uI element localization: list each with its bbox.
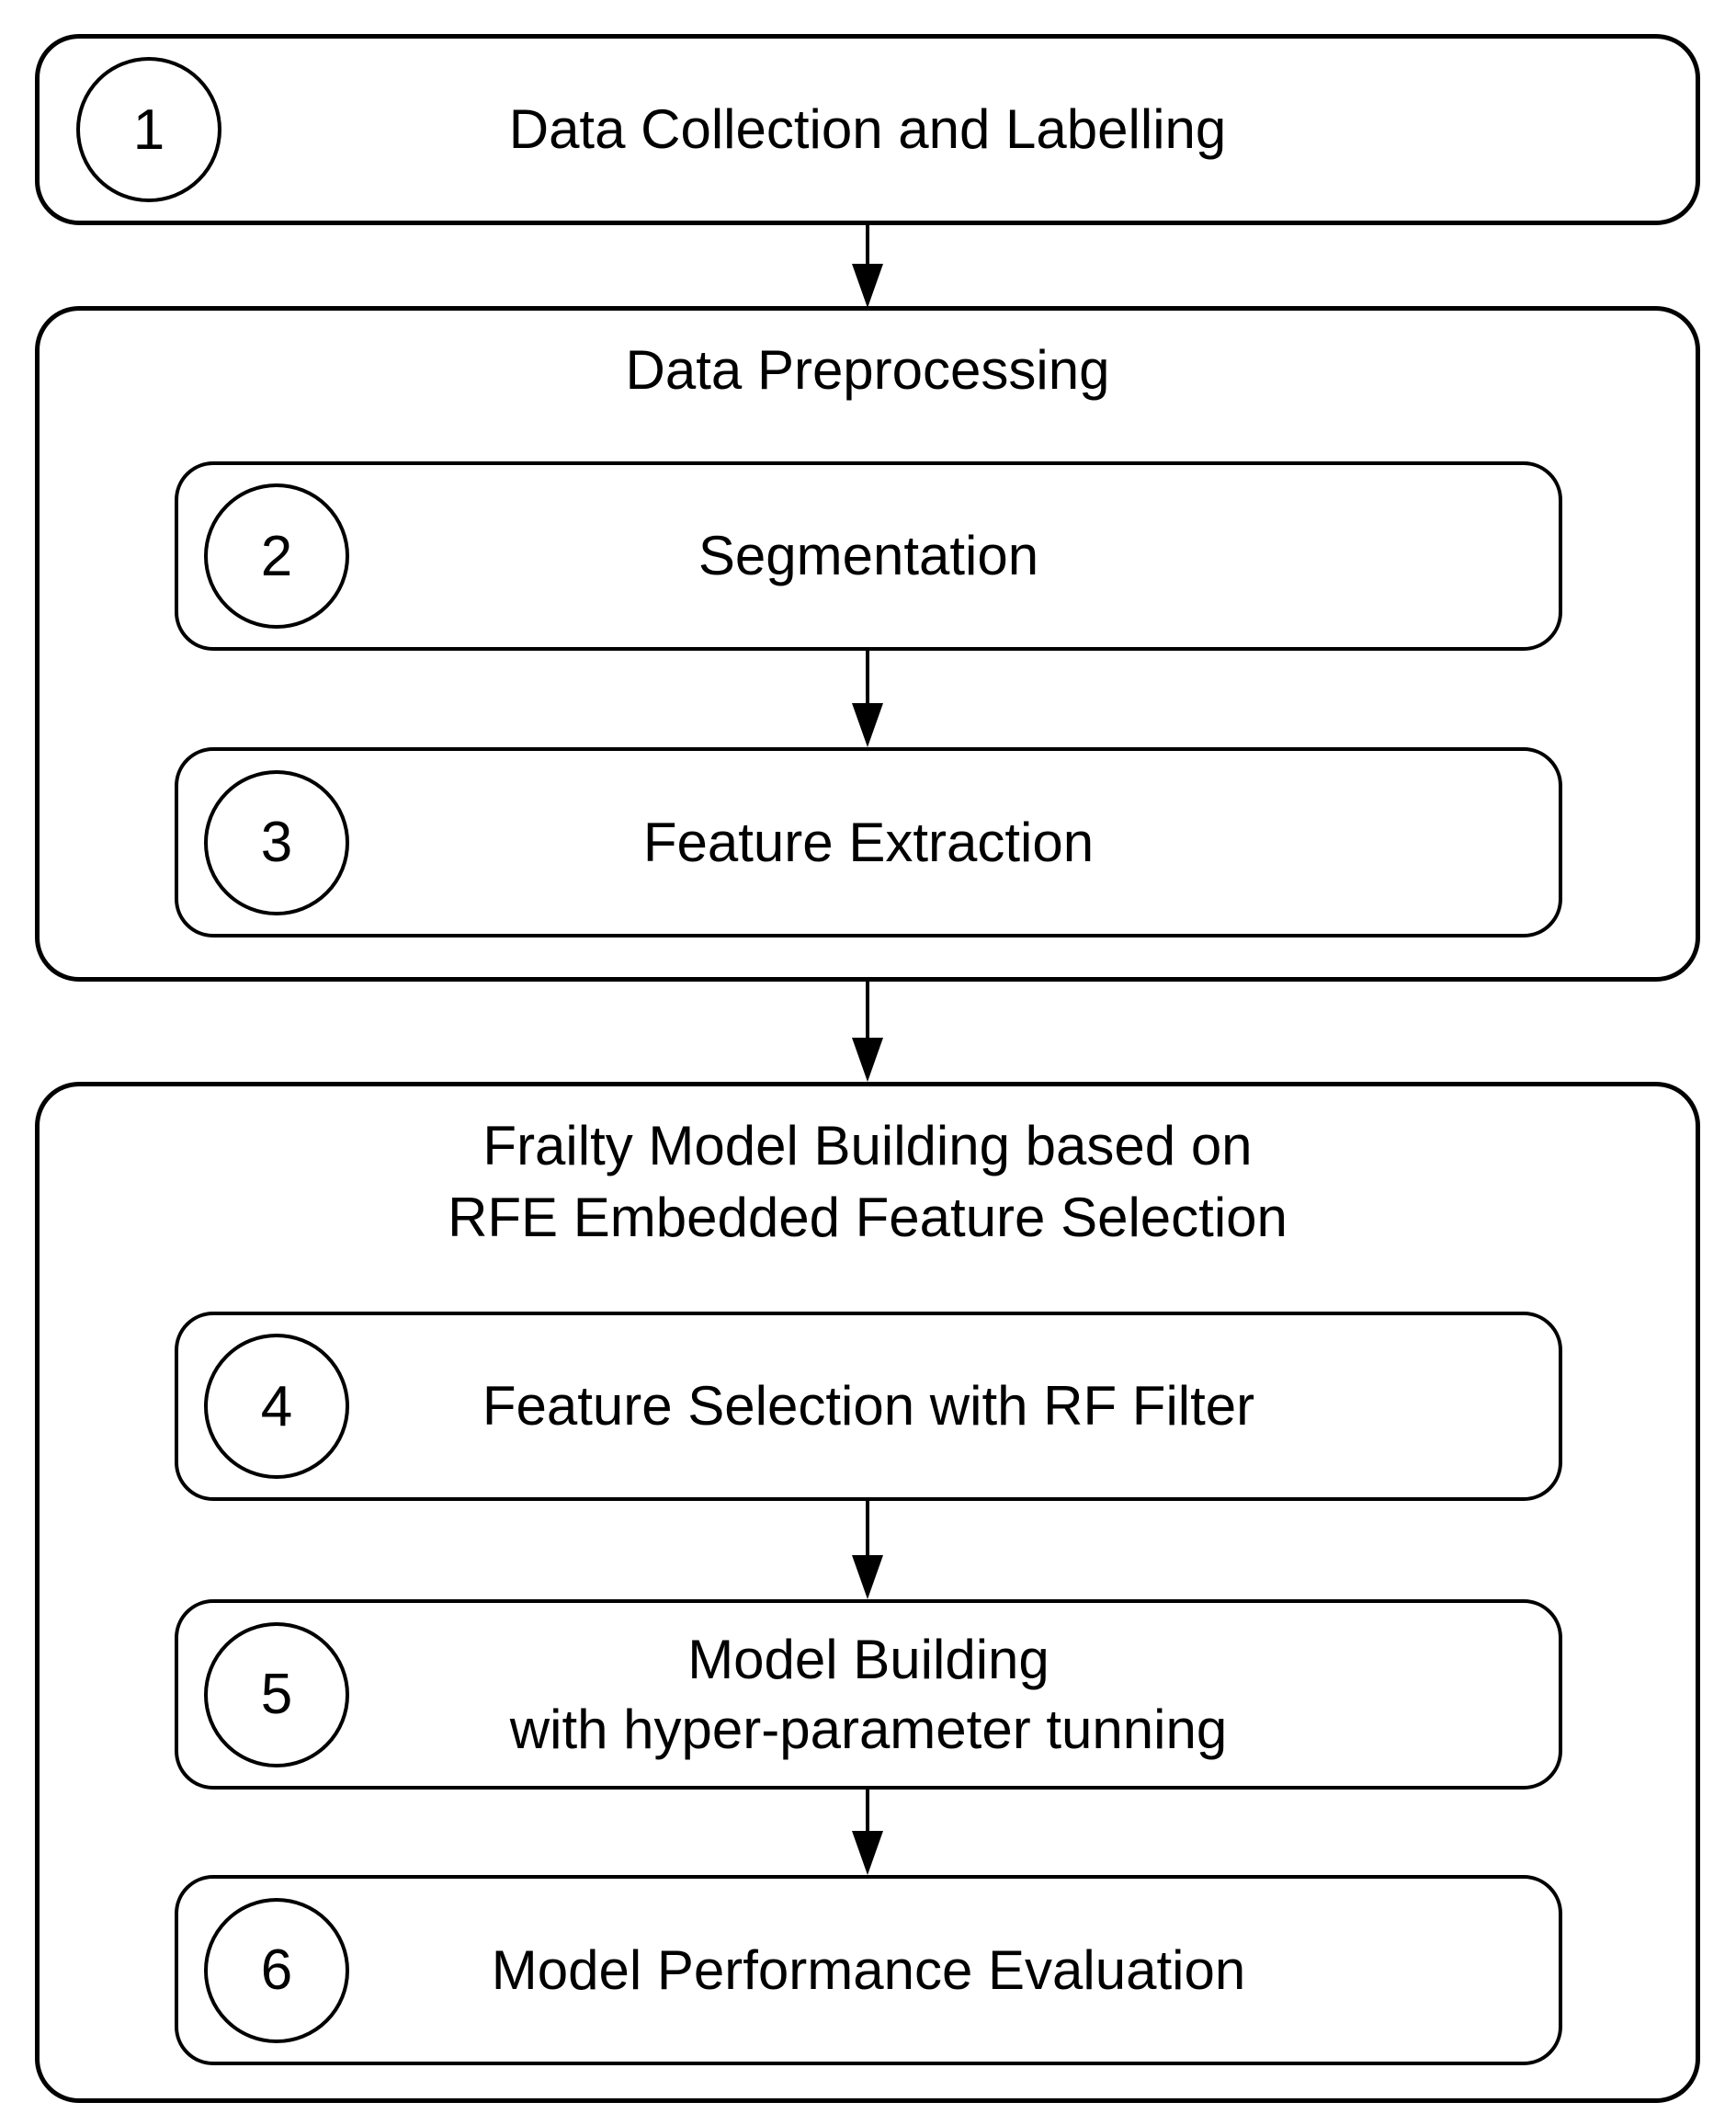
step-box-4: 4 Feature Selection with RF Filter [175,1312,1562,1501]
step-box-5: 5 Model Building with hyper-parameter tu… [175,1599,1562,1790]
group-title-preprocessing: Data Preprocessing [625,339,1110,401]
arrow-shaft [866,1790,869,1832]
arrow-head [852,1555,883,1599]
step-label-2: Segmentation [698,525,1039,586]
step-number-circle-3: 3 [204,769,349,915]
step-number-circle-6: 6 [204,1897,349,2043]
arrow-head [852,1831,883,1875]
arrow-shaft [866,225,869,265]
step-box-3: 3 Feature Extraction [175,747,1562,938]
group-model-building: Frailty Model Building based on RFE Embe… [35,1082,1700,2103]
step-number-6: 6 [260,1938,293,2002]
step-number-circle-1: 1 [76,57,221,202]
arrow-head [852,1038,883,1082]
step-box-1: 1 Data Collection and Labelling [35,34,1700,225]
step-label-1: Data Collection and Labelling [508,98,1227,160]
group-title-model-building: Frailty Model Building based on RFE Embe… [448,1115,1288,1248]
arrow-down-icon [851,225,884,308]
step-label-4: Feature Selection with RF Filter [482,1375,1255,1437]
arrow-head [852,703,883,747]
arrow-shaft [866,651,869,704]
step-box-2: 2 Segmentation [175,461,1562,651]
step-number-circle-4: 4 [204,1334,349,1479]
arrow-shaft [866,982,869,1039]
arrow-head [852,264,883,308]
arrow-down-icon [851,982,884,1082]
group-preprocessing: Data Preprocessing 2 Segmentation 3 Feat… [35,306,1700,982]
step-number-5: 5 [260,1663,293,1726]
step-number-circle-5: 5 [204,1621,349,1767]
step-box-6: 6 Model Performance Evaluation [175,1875,1562,2065]
arrow-down-icon [851,1790,884,1875]
step-number-1: 1 [132,97,165,162]
step-label-6: Model Performance Evaluation [491,1938,1246,2001]
step-label-5: Model Building with hyper-parameter tunn… [509,1628,1228,1760]
arrow-down-icon [851,1501,884,1599]
step-number-4: 4 [260,1374,293,1438]
step-label-3: Feature Extraction [642,811,1095,873]
arrow-shaft [866,1501,869,1556]
step-number-2: 2 [260,524,293,588]
step-number-circle-2: 2 [204,483,349,629]
step-number-3: 3 [260,811,293,874]
arrow-down-icon [851,651,884,747]
